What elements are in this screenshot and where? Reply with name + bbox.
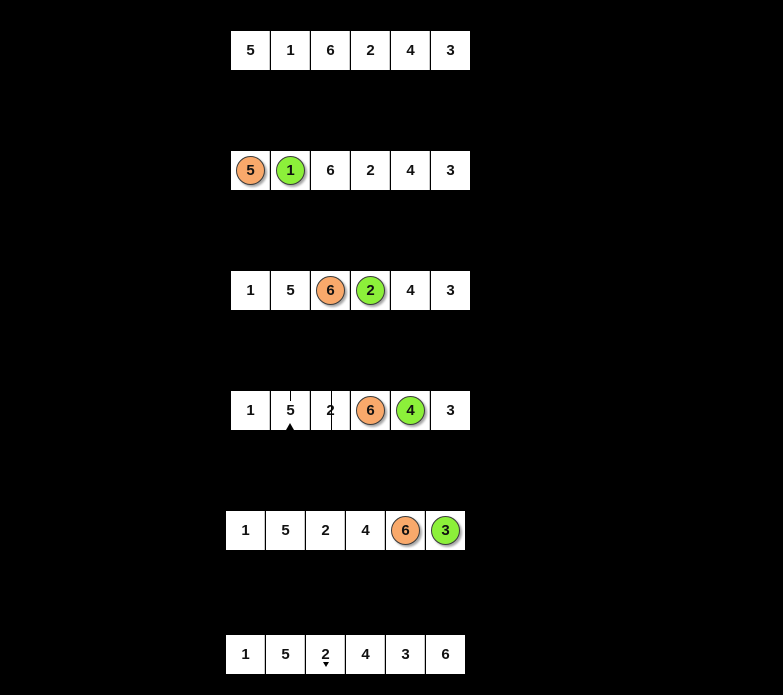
array-cell: 4: [391, 391, 430, 430]
array-cell: 4: [391, 271, 430, 310]
array-cell: 2: [306, 511, 345, 550]
arrow-down-icon: [323, 662, 329, 667]
array-cell: 5: [231, 151, 270, 190]
cell-value: 2: [321, 646, 330, 663]
array-cell: 4: [391, 151, 430, 190]
array-cell: 5: [231, 31, 270, 70]
array-cell: 1: [271, 31, 310, 70]
array-step-3: 1 5 6 2 4 3: [231, 271, 470, 310]
cell-value: 3: [446, 282, 455, 299]
array-cell: 6: [426, 635, 465, 674]
array-cell: 1: [226, 635, 265, 674]
array-cell: 4: [346, 635, 385, 674]
array-cell: 6: [311, 31, 350, 70]
arrow-line: [331, 391, 332, 430]
array-cell: 3: [431, 271, 470, 310]
array-step-5: 1 5 2 4 6 3: [226, 511, 465, 550]
array-cell: 4: [391, 31, 430, 70]
compare-circle-right: 1: [276, 156, 305, 185]
cell-value: 6: [401, 522, 410, 539]
array-cell: 2: [311, 391, 350, 430]
arrow-up-icon: [286, 423, 294, 430]
cell-value: 3: [446, 42, 455, 59]
cell-value: 2: [366, 162, 375, 179]
array-cell: 6: [311, 151, 350, 190]
compare-circle-left: 5: [236, 156, 265, 185]
array-cell: 2: [306, 635, 345, 674]
cell-value: 1: [246, 402, 255, 419]
array-cell: 5: [271, 271, 310, 310]
cell-value: 3: [401, 646, 410, 663]
cell-value: 4: [406, 402, 415, 419]
cell-value: 6: [366, 402, 375, 419]
array-cell: 3: [386, 635, 425, 674]
cell-value: 2: [326, 402, 334, 419]
array-step-1: 5 1 6 2 4 3: [231, 31, 470, 70]
array-cell: 1: [231, 391, 270, 430]
array-cell: 3: [431, 151, 470, 190]
array-cell: 2: [351, 151, 390, 190]
compare-circle-right: 4: [396, 396, 425, 425]
cell-value: 4: [361, 646, 370, 663]
cell-value: 5: [286, 402, 295, 419]
cell-value: 6: [441, 646, 450, 663]
cell-value: 2: [366, 282, 375, 299]
cell-value: 4: [406, 42, 415, 59]
cell-value: 6: [326, 282, 335, 299]
array-step-4: 1 5 2 6 4 3: [231, 391, 470, 430]
cell-value: 3: [446, 162, 455, 179]
array-step-6: 1 5 2 4 3 6: [226, 635, 465, 674]
compare-circle-left: 6: [391, 516, 420, 545]
array-cell: 5: [271, 391, 310, 430]
cell-value: 6: [326, 162, 335, 179]
cell-value: 4: [406, 282, 415, 299]
array-cell: 1: [271, 151, 310, 190]
cell-value: 5: [246, 42, 255, 59]
array-cell: 4: [346, 511, 385, 550]
array-cell: 3: [431, 391, 470, 430]
array-cell: 5: [266, 635, 305, 674]
cell-value: 1: [286, 42, 295, 59]
array-step-2: 5 1 6 2 4 3: [231, 151, 470, 190]
cell-value: 4: [406, 162, 415, 179]
cell-value: 5: [246, 162, 255, 179]
array-cell: 6: [386, 511, 425, 550]
array-cell: 6: [351, 391, 390, 430]
compare-circle-left: 6: [316, 276, 345, 305]
arrow-line: [290, 391, 291, 401]
cell-value: 5: [286, 282, 295, 299]
array-cell: 1: [226, 511, 265, 550]
cell-value: 1: [241, 522, 250, 539]
compare-circle-right: 2: [356, 276, 385, 305]
cell-value: 1: [286, 162, 295, 179]
cell-value: 5: [281, 646, 290, 663]
cell-value: 6: [326, 42, 335, 59]
cell-value: 3: [441, 522, 450, 539]
array-cell: 2: [351, 31, 390, 70]
cell-value: 5: [281, 522, 290, 539]
compare-circle-right: 3: [431, 516, 460, 545]
array-cell: 5: [266, 511, 305, 550]
cell-value: 1: [241, 646, 250, 663]
compare-circle-left: 6: [356, 396, 385, 425]
array-cell: 2: [351, 271, 390, 310]
cell-value: 2: [321, 522, 330, 539]
cell-value: 2: [366, 42, 375, 59]
cell-value: 4: [361, 522, 370, 539]
cell-value: 3: [446, 402, 455, 419]
array-cell: 1: [231, 271, 270, 310]
array-cell: 3: [431, 31, 470, 70]
array-cell: 6: [311, 271, 350, 310]
cell-value: 1: [246, 282, 255, 299]
array-cell: 3: [426, 511, 465, 550]
